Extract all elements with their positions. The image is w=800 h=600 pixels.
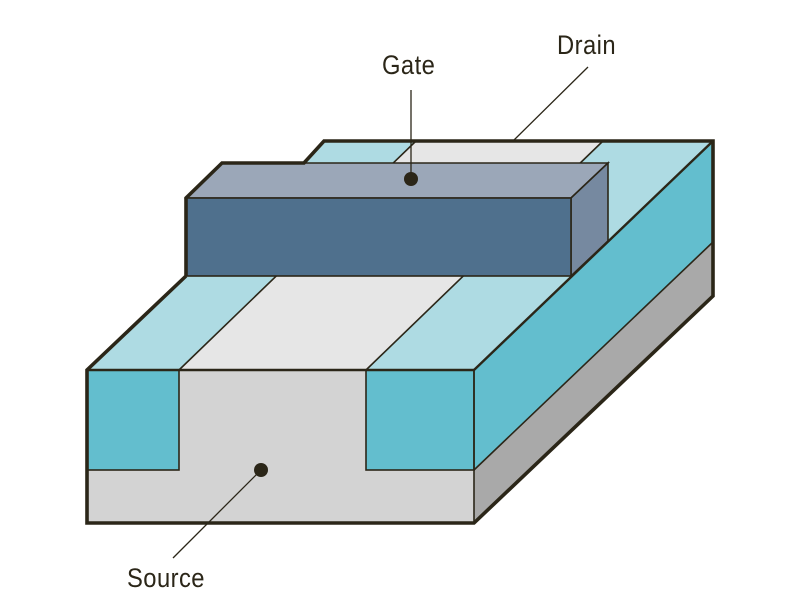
block-front-face [86, 368, 475, 523]
right-side-layer-line [473, 241, 714, 471]
source-dot-marker [254, 463, 268, 477]
drain-label: Drain [557, 30, 616, 60]
drain-well-front [365, 369, 475, 471]
block-right-side [473, 141, 714, 523]
top-right-edge [473, 140, 714, 371]
gate-top [184, 162, 611, 199]
gate-label: Gate [382, 50, 436, 80]
source-well-front [86, 369, 180, 471]
source-leader-line [172, 469, 262, 559]
source-label: Source [127, 563, 205, 593]
right-side-well [474, 141, 713, 470]
gate-dot-marker [404, 172, 418, 186]
gate-block [184, 161, 611, 278]
drain-leader-line [512, 66, 589, 142]
right-side-substrate [474, 242, 713, 523]
gate-front [185, 197, 572, 277]
